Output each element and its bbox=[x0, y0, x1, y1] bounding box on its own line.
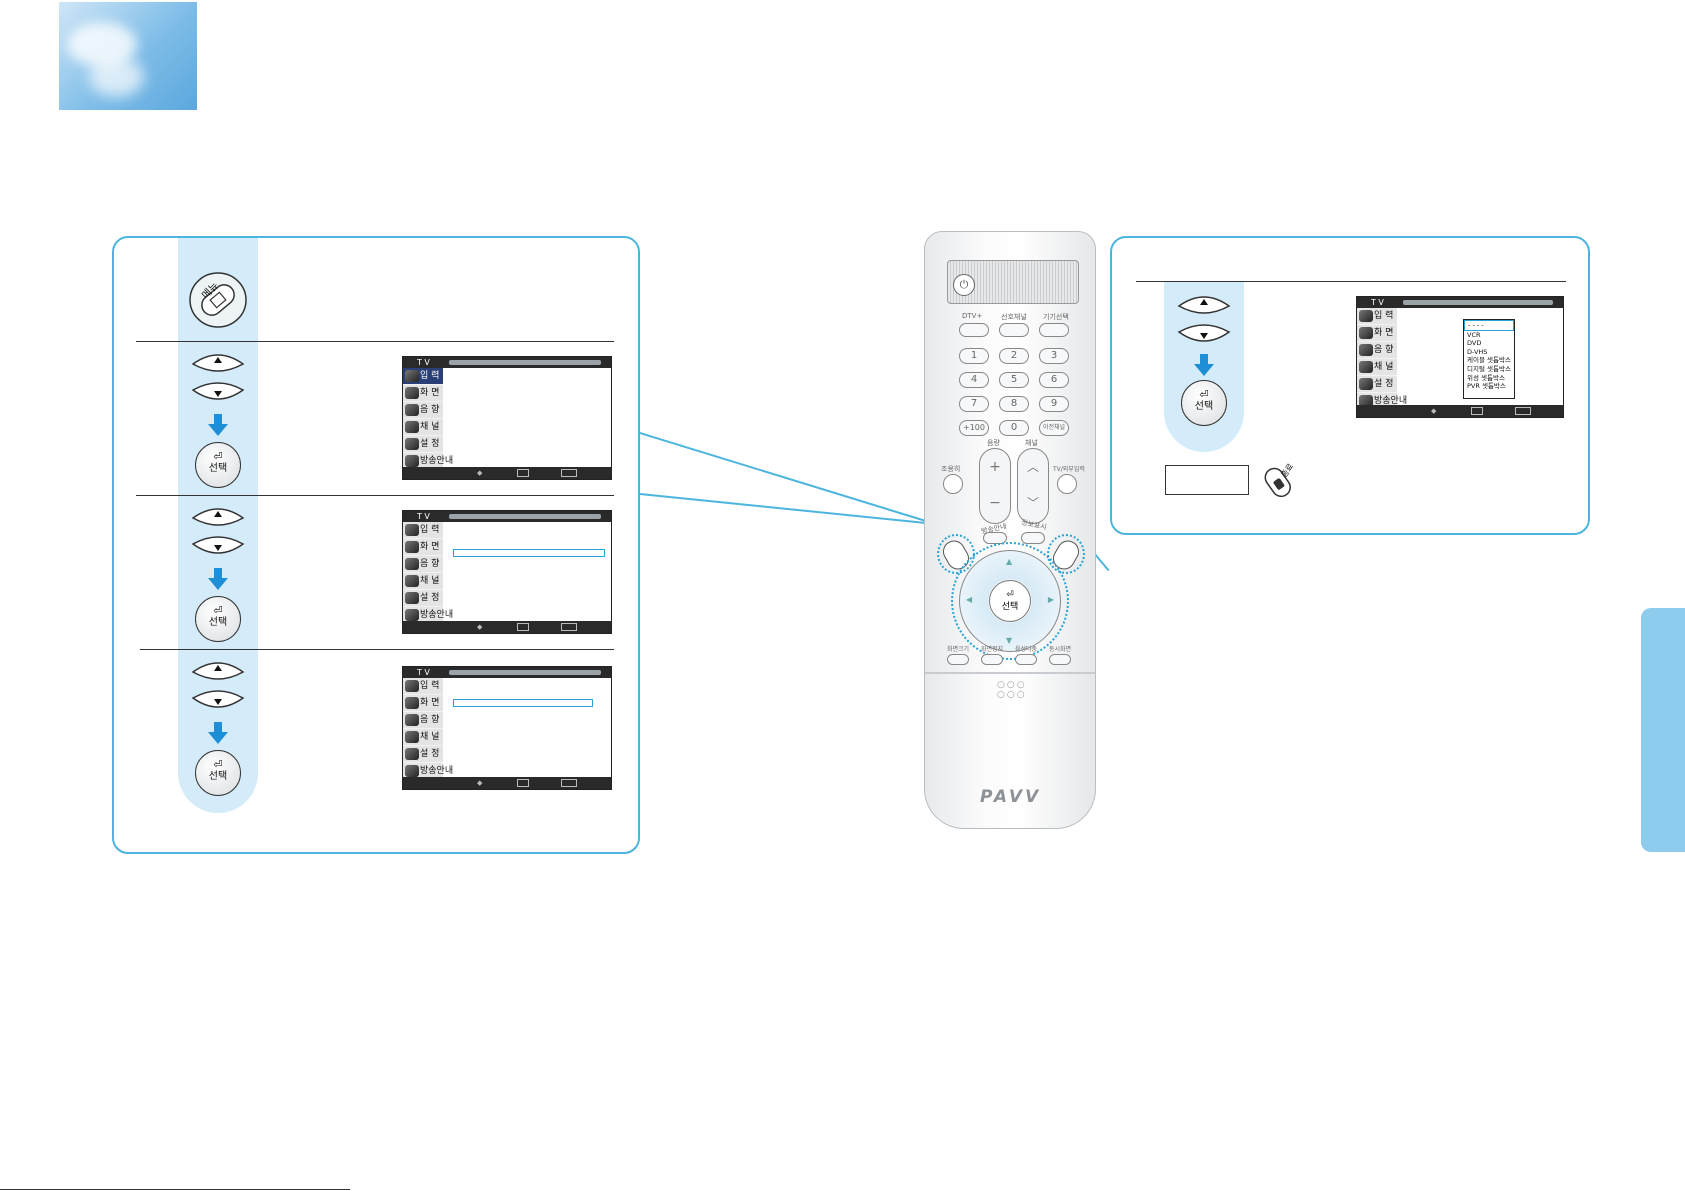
steps-panel-left: 메뉴 ⏎선택 T V 입 력 화 면 음 향 채 널 설 정 방송안내 ◆ ⏎선… bbox=[112, 236, 640, 854]
callout-line bbox=[639, 493, 958, 527]
osd-highlight-bar bbox=[453, 549, 605, 557]
device-dropdown-list: - - - - VCR DVD D-VHS 케이블 셋톱박스 디지털 셋톱박스 … bbox=[1463, 319, 1515, 399]
channel-rocker[interactable]: ︿﹀ bbox=[1017, 448, 1049, 524]
num-key-0[interactable]: 0 bbox=[999, 420, 1029, 436]
num-key-7[interactable]: 7 bbox=[959, 396, 989, 412]
enter-icon: ⏎ bbox=[1199, 388, 1209, 401]
up-down-buttons[interactable] bbox=[187, 656, 249, 716]
osd-screen-device-list: T V 입 력 화 면 음 향 채 널 설 정 방송안내 - - - - VCR… bbox=[1356, 296, 1564, 418]
down-arrow-icon bbox=[208, 568, 228, 590]
num-key-3[interactable]: 3 bbox=[1039, 348, 1069, 364]
exit-button[interactable]: 종료 bbox=[1260, 462, 1296, 499]
step-divider bbox=[140, 649, 614, 650]
down-arrow-icon bbox=[208, 414, 228, 436]
osd-screen-input-menu: T V 입 력 화 면 음 향 채 널 설 정 방송안내 ◆ bbox=[402, 356, 612, 480]
osd-screen-input-submenu: T V 입 력 화 면 음 향 채 널 설 정 방송안내 ◆ bbox=[402, 510, 612, 634]
enter-icon: ⏎ bbox=[213, 450, 223, 463]
select-button[interactable]: ⏎선택 bbox=[195, 442, 241, 488]
osd-screen-device-select: T V 입 력 화 면 음 향 채 널 설 정 방송안내 ◆ bbox=[402, 666, 612, 790]
num-key-2[interactable]: 2 bbox=[999, 348, 1029, 364]
sound-icon bbox=[405, 404, 419, 416]
num-key-9[interactable]: 9 bbox=[1039, 396, 1069, 412]
exit-button-highlight bbox=[1047, 534, 1085, 574]
tv-source-button[interactable] bbox=[1057, 474, 1077, 494]
enter-icon: ⏎ bbox=[213, 604, 223, 617]
remote-cover-edge bbox=[925, 672, 1095, 674]
step-divider bbox=[136, 341, 614, 342]
guide-icon bbox=[405, 455, 419, 467]
volume-rocker[interactable]: +− bbox=[979, 448, 1011, 524]
dpad-highlight bbox=[951, 542, 1069, 660]
num-key-1[interactable]: 1 bbox=[959, 348, 989, 364]
remote-control: 전원 ⏻ DTV+ 선호채널 기기선택 1 2 3 4 5 6 7 8 9 +1… bbox=[924, 231, 1096, 829]
num-key-6[interactable]: 6 bbox=[1039, 372, 1069, 388]
prev-channel-button[interactable]: 이전채널 bbox=[1039, 420, 1069, 436]
list-item: 위성 셋톱박스 bbox=[1467, 373, 1505, 382]
num-key-8[interactable]: 8 bbox=[999, 396, 1029, 412]
enter-icon: ⏎ bbox=[213, 758, 223, 771]
num-key-plus100[interactable]: +100 bbox=[959, 420, 989, 436]
num-key-5[interactable]: 5 bbox=[999, 372, 1029, 388]
list-item: D-VHS bbox=[1467, 347, 1488, 356]
cloud-header-image bbox=[59, 2, 197, 110]
mts-button[interactable] bbox=[1015, 654, 1037, 665]
input-icon bbox=[405, 370, 419, 382]
pip-button[interactable] bbox=[1049, 654, 1071, 665]
list-item: PVR 셋톱박스 bbox=[1467, 382, 1506, 391]
list-item: 케이블 셋톱박스 bbox=[1467, 356, 1511, 365]
step-divider bbox=[136, 495, 614, 496]
remote-display bbox=[947, 260, 1079, 304]
list-item: VCR bbox=[1467, 330, 1481, 339]
num-key-4[interactable]: 4 bbox=[959, 372, 989, 388]
select-button[interactable]: ⏎선택 bbox=[195, 750, 241, 796]
power-icon: ⏻ bbox=[959, 278, 969, 291]
list-item: 디지털 셋톱박스 bbox=[1467, 364, 1511, 373]
setup-icon bbox=[405, 438, 419, 450]
source-button[interactable] bbox=[1039, 323, 1069, 337]
mute-button[interactable] bbox=[943, 474, 963, 494]
down-arrow-icon bbox=[208, 722, 228, 744]
list-item: DVD bbox=[1467, 339, 1482, 348]
callout-line bbox=[639, 432, 948, 529]
menu-button[interactable]: 메뉴 bbox=[178, 268, 258, 330]
step-divider bbox=[1136, 281, 1566, 282]
select-button[interactable]: ⏎선택 bbox=[195, 596, 241, 642]
picture-icon bbox=[405, 387, 419, 399]
up-down-buttons[interactable] bbox=[187, 502, 249, 562]
select-button[interactable]: ⏎선택 bbox=[1181, 380, 1227, 426]
fav-channel-button[interactable] bbox=[999, 323, 1029, 337]
note-box bbox=[1165, 465, 1249, 495]
list-item: - - - - bbox=[1464, 320, 1514, 331]
osd-highlight-bar bbox=[453, 699, 593, 707]
up-down-buttons[interactable] bbox=[187, 348, 249, 408]
dtv-button[interactable] bbox=[959, 323, 989, 337]
down-arrow-icon bbox=[1194, 354, 1214, 376]
brand-logo: PAVV bbox=[980, 787, 1042, 807]
info-button[interactable] bbox=[1021, 532, 1045, 544]
channel-icon bbox=[405, 421, 419, 433]
footer-line bbox=[0, 1189, 350, 1190]
power-button[interactable]: ⏻ bbox=[953, 274, 975, 296]
up-down-buttons[interactable] bbox=[1173, 290, 1235, 350]
still-button[interactable] bbox=[981, 654, 1003, 665]
picture-size-button[interactable] bbox=[947, 654, 969, 665]
section-tab bbox=[1641, 608, 1685, 852]
speaker-holes: ○○○○○○ bbox=[997, 680, 1027, 700]
